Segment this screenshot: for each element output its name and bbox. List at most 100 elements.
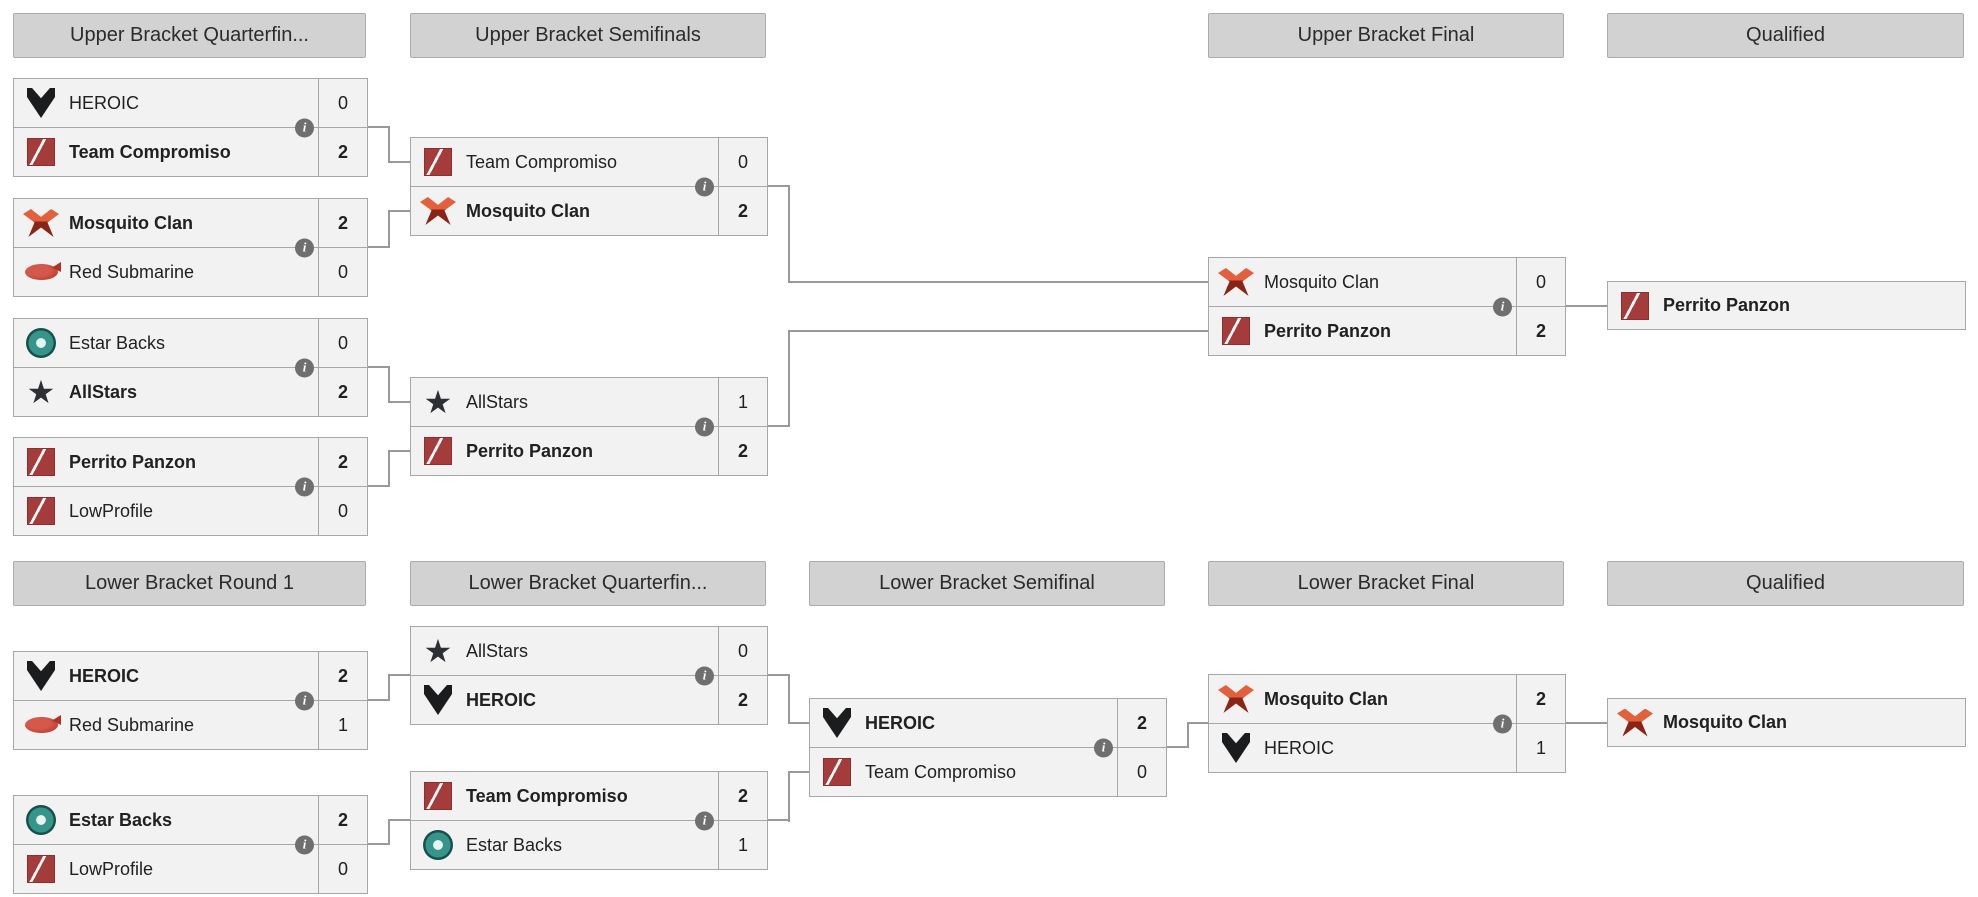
team-name[interactable]: Estar Backs xyxy=(466,834,563,855)
team-row[interactable]: Team Compromiso 0 xyxy=(411,138,767,186)
team-row[interactable]: Perrito Panzon 2 xyxy=(14,438,367,486)
team-score: 2 xyxy=(1117,699,1166,747)
team-row[interactable]: Team Compromiso 0 xyxy=(810,747,1166,796)
team-row[interactable]: Red Submarine 0 xyxy=(14,247,367,296)
team-row[interactable]: HEROIC 1 xyxy=(1209,723,1565,772)
team-row[interactable]: Mosquito Clan 0 xyxy=(1209,258,1565,306)
team-name[interactable]: HEROIC xyxy=(69,665,140,686)
match-info-icon[interactable]: i xyxy=(695,811,714,830)
team-name[interactable]: AllStars xyxy=(466,640,529,661)
bracket-connector-line xyxy=(766,425,790,427)
team-row[interactable]: Estar Backs 0 xyxy=(14,319,367,367)
team-logo-icon xyxy=(21,852,61,886)
team-name[interactable]: Mosquito Clan xyxy=(69,212,193,233)
bracket-connector-line xyxy=(366,246,390,248)
team-row[interactable]: HEROIC 2 xyxy=(810,699,1166,747)
match-info-icon[interactable]: i xyxy=(1493,714,1512,733)
bracket-connector-line xyxy=(366,843,390,845)
team-logo-icon xyxy=(21,206,61,240)
team-row[interactable]: HEROIC 2 xyxy=(411,675,767,724)
match-info-icon[interactable]: i xyxy=(1493,297,1512,316)
team-score: 0 xyxy=(718,138,767,186)
team-name[interactable]: HEROIC xyxy=(466,689,537,710)
team-row[interactable]: Perrito Panzon xyxy=(1608,282,1965,329)
team-name[interactable]: HEROIC xyxy=(69,92,140,113)
match-info-icon[interactable]: i xyxy=(695,417,714,436)
team-name[interactable]: HEROIC xyxy=(865,712,936,733)
team-row[interactable]: Perrito Panzon 2 xyxy=(411,426,767,475)
team-row[interactable]: Team Compromiso 2 xyxy=(411,772,767,820)
team-logo-icon xyxy=(418,434,458,468)
bracket-connector-line xyxy=(788,330,1208,332)
match-info-icon[interactable]: i xyxy=(295,358,314,377)
team-name[interactable]: Team Compromiso xyxy=(865,761,1017,782)
team-score: 2 xyxy=(1516,307,1565,355)
match-info-icon[interactable]: i xyxy=(295,118,314,137)
match-info-icon[interactable]: i xyxy=(695,666,714,685)
team-row[interactable]: HEROIC 0 xyxy=(14,79,367,127)
match-info-icon[interactable]: i xyxy=(295,477,314,496)
team-row[interactable]: Mosquito Clan 2 xyxy=(14,199,367,247)
team-row[interactable]: Mosquito Clan 2 xyxy=(411,186,767,235)
team-name[interactable]: Perrito Panzon xyxy=(69,451,197,472)
team-score: 0 xyxy=(318,487,367,535)
team-name[interactable]: LowProfile xyxy=(69,500,154,521)
match-info-icon[interactable]: i xyxy=(295,238,314,257)
team-row[interactable]: Estar Backs 2 xyxy=(14,796,367,844)
team-name[interactable]: Perrito Panzon xyxy=(1663,295,1791,315)
team-row[interactable]: LowProfile 0 xyxy=(14,486,367,535)
bracket-connector-line xyxy=(788,771,790,822)
bracket-connector-line xyxy=(388,210,410,212)
team-name[interactable]: Perrito Panzon xyxy=(466,440,594,461)
team-logo-icon xyxy=(21,659,61,693)
team-name[interactable]: Mosquito Clan xyxy=(466,200,590,221)
team-logo-icon xyxy=(817,706,857,740)
bracket-connector-line xyxy=(388,161,410,163)
team-name[interactable]: AllStars xyxy=(69,381,138,402)
team-name[interactable]: Perrito Panzon xyxy=(1264,320,1392,341)
team-name[interactable]: Red Submarine xyxy=(69,714,195,735)
team-name[interactable]: Mosquito Clan xyxy=(1264,688,1388,709)
team-row[interactable]: AllStars 2 xyxy=(14,367,367,416)
match-info-icon[interactable]: i xyxy=(295,835,314,854)
team-logo-icon xyxy=(21,445,61,479)
team-row[interactable]: LowProfile 0 xyxy=(14,844,367,893)
team-score: 1 xyxy=(718,821,767,869)
team-row[interactable]: AllStars 0 xyxy=(411,627,767,675)
team-name[interactable]: HEROIC xyxy=(1264,737,1335,758)
team-score: 2 xyxy=(318,199,367,247)
team-row[interactable]: AllStars 1 xyxy=(411,378,767,426)
team-logo-icon xyxy=(418,145,458,179)
team-row[interactable]: Mosquito Clan xyxy=(1608,699,1965,746)
round-header-ub-semifinals: Upper Bracket Semifinals xyxy=(410,13,766,58)
match-info-icon[interactable]: i xyxy=(695,177,714,196)
team-name[interactable]: Red Submarine xyxy=(69,261,195,282)
bracket-connector-line xyxy=(766,185,790,187)
team-name[interactable]: Estar Backs xyxy=(69,809,173,830)
team-row[interactable]: Mosquito Clan 2 xyxy=(1209,675,1565,723)
team-row[interactable]: Red Submarine 1 xyxy=(14,700,367,749)
match-ub-qf-4: Perrito Panzon 2 LowProfile 0 i xyxy=(13,437,368,536)
team-logo-icon xyxy=(418,385,458,419)
team-name[interactable]: Team Compromiso xyxy=(69,141,231,162)
team-row[interactable]: Estar Backs 1 xyxy=(411,820,767,869)
team-score: 2 xyxy=(318,368,367,416)
team-score: 0 xyxy=(318,79,367,127)
team-name[interactable]: Team Compromiso xyxy=(466,151,618,172)
match-info-icon[interactable]: i xyxy=(295,691,314,710)
team-row[interactable]: Perrito Panzon 2 xyxy=(1209,306,1565,355)
match-ub-sf-2: AllStars 1 Perrito Panzon 2 i xyxy=(410,377,768,476)
team-name[interactable]: Team Compromiso xyxy=(466,785,628,806)
team-name[interactable]: Mosquito Clan xyxy=(1264,271,1380,292)
team-logo-icon xyxy=(418,634,458,668)
team-name[interactable]: AllStars xyxy=(466,391,529,412)
team-row[interactable]: HEROIC 2 xyxy=(14,652,367,700)
team-name[interactable]: Mosquito Clan xyxy=(1663,712,1787,732)
match-lb-semifinal: HEROIC 2 Team Compromiso 0 i xyxy=(809,698,1167,797)
team-name[interactable]: LowProfile xyxy=(69,858,154,879)
bracket-connector-line xyxy=(388,450,390,487)
team-logo-icon xyxy=(21,375,61,409)
match-info-icon[interactable]: i xyxy=(1094,738,1113,757)
team-row[interactable]: Team Compromiso 2 xyxy=(14,127,367,176)
team-name[interactable]: Estar Backs xyxy=(69,332,166,353)
